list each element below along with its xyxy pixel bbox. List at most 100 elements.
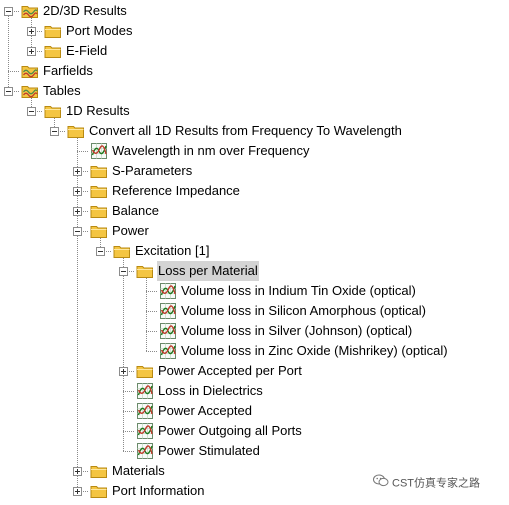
tree-guide-vertical [77,137,78,491]
tree-node-label: 2D/3D Results [43,3,127,18]
folder-icon [90,161,108,181]
tree-guide-horizontal [77,231,88,232]
tree-node-label: Port Information [112,483,205,498]
tree-node-label: Power Accepted per Port [158,363,302,378]
tree-node-label: Volume loss in Silver (Johnson) (optical… [181,323,413,338]
expand-icon[interactable] [73,207,82,216]
tree-guide-vertical [146,277,147,351]
tree-guide-vertical [54,117,55,131]
tree-guide-horizontal [77,191,88,192]
tree-guide-horizontal [77,151,88,152]
folder-icon [136,261,154,281]
collapse-icon[interactable] [73,227,82,236]
tree-node-label: Tables [43,83,81,98]
folder-icon [136,361,154,381]
curve-plot-icon [136,421,154,441]
expand-icon[interactable] [119,367,128,376]
tree-node-label: Excitation [1] [135,243,210,258]
folder-icon [44,21,62,41]
tree-node-label: E-Field [66,43,108,58]
tree-guide-horizontal [100,251,111,252]
collapse-icon[interactable] [96,247,105,256]
tree-node-label: Materials [112,463,165,478]
tree-guide-horizontal [123,271,134,272]
tree-guide-horizontal [31,51,42,52]
tree-node-label: Volume loss in Zinc Oxide (Mishrikey) (o… [181,343,448,358]
folder-icon [67,121,85,141]
tree-node-label: Power Outgoing all Ports [158,423,302,438]
tree-guide-horizontal [123,411,134,412]
collapse-icon[interactable] [119,267,128,276]
tree-node-label: Balance [112,203,159,218]
tree-node-label: Loss in Dielectrics [158,383,263,398]
tree-node-label: Loss per Material [157,261,259,281]
expand-icon[interactable] [73,187,82,196]
tree-guide-horizontal [77,471,88,472]
folder-icon [90,481,108,501]
folder-icon [90,461,108,481]
folder-icon [90,181,108,201]
folder-icon [44,101,62,121]
curve-plot-icon [159,281,177,301]
tree-guide-horizontal [123,371,134,372]
tree-node-label: Power [112,223,149,238]
tree-guide-horizontal [31,111,42,112]
wechat-icon [373,474,389,493]
tree-node-label: 1D Results [66,103,130,118]
expand-icon[interactable] [73,467,82,476]
tree-guide-vertical [100,237,101,251]
folder-icon [90,201,108,221]
curve-plot-icon [136,401,154,421]
watermark-text: CST仿真专家之路 [392,477,480,490]
tree-guide-horizontal [77,211,88,212]
expand-icon[interactable] [73,167,82,176]
tree-guide-horizontal [8,91,19,92]
curve-plot-icon [136,441,154,461]
results-folder-icon [21,61,39,81]
tree-guide-horizontal [54,131,65,132]
results-folder-icon [21,1,39,21]
curve-plot-icon [159,301,177,321]
tree-guide-vertical [8,16,9,91]
tree-guide-horizontal [8,71,19,72]
tree-node-label: Port Modes [66,23,133,38]
tree-guide-horizontal [146,351,157,352]
tree-guide-horizontal [123,451,134,452]
collapse-icon[interactable] [4,7,13,16]
tree-guide-horizontal [8,11,19,12]
expand-icon[interactable] [27,47,36,56]
tree-guide-horizontal [77,491,88,492]
folder-icon [44,41,62,61]
results-folder-icon [21,81,39,101]
tree-node-label: Convert all 1D Results from Frequency To… [89,123,402,138]
folder-icon [113,241,131,261]
tree-guide-horizontal [77,171,88,172]
collapse-icon[interactable] [4,87,13,96]
curve-plot-icon [159,321,177,341]
tree-guide-horizontal [146,331,157,332]
tree-node-label: Reference Impedance [112,183,240,198]
collapse-icon[interactable] [50,127,59,136]
tree-node-label: Wavelength in nm over Frequency [112,143,310,158]
curve-plot-icon [159,341,177,361]
tree-node-label: Power Accepted [158,403,252,418]
curve-plot-icon [136,381,154,401]
tree-node-label: Farfields [43,63,93,78]
tree-guide-horizontal [123,391,134,392]
expand-icon[interactable] [73,487,82,496]
tree-guide-horizontal [146,311,157,312]
collapse-icon[interactable] [27,107,36,116]
tree-guide-vertical [123,257,124,451]
tree-node-label: Volume loss in Silicon Amorphous (optica… [181,303,426,318]
tree-guide-horizontal [123,431,134,432]
curve-plot-icon [90,141,108,161]
tree-node-label: Power Stimulated [158,443,260,458]
watermark: CST仿真专家之路 [373,474,480,492]
expand-icon[interactable] [27,27,36,36]
tree-guide-horizontal [146,291,157,292]
tree-guide-horizontal [31,31,42,32]
folder-icon [90,221,108,241]
tree-node-label: Volume loss in Indium Tin Oxide (optical… [181,283,416,298]
tree-node-label: S-Parameters [112,163,193,178]
